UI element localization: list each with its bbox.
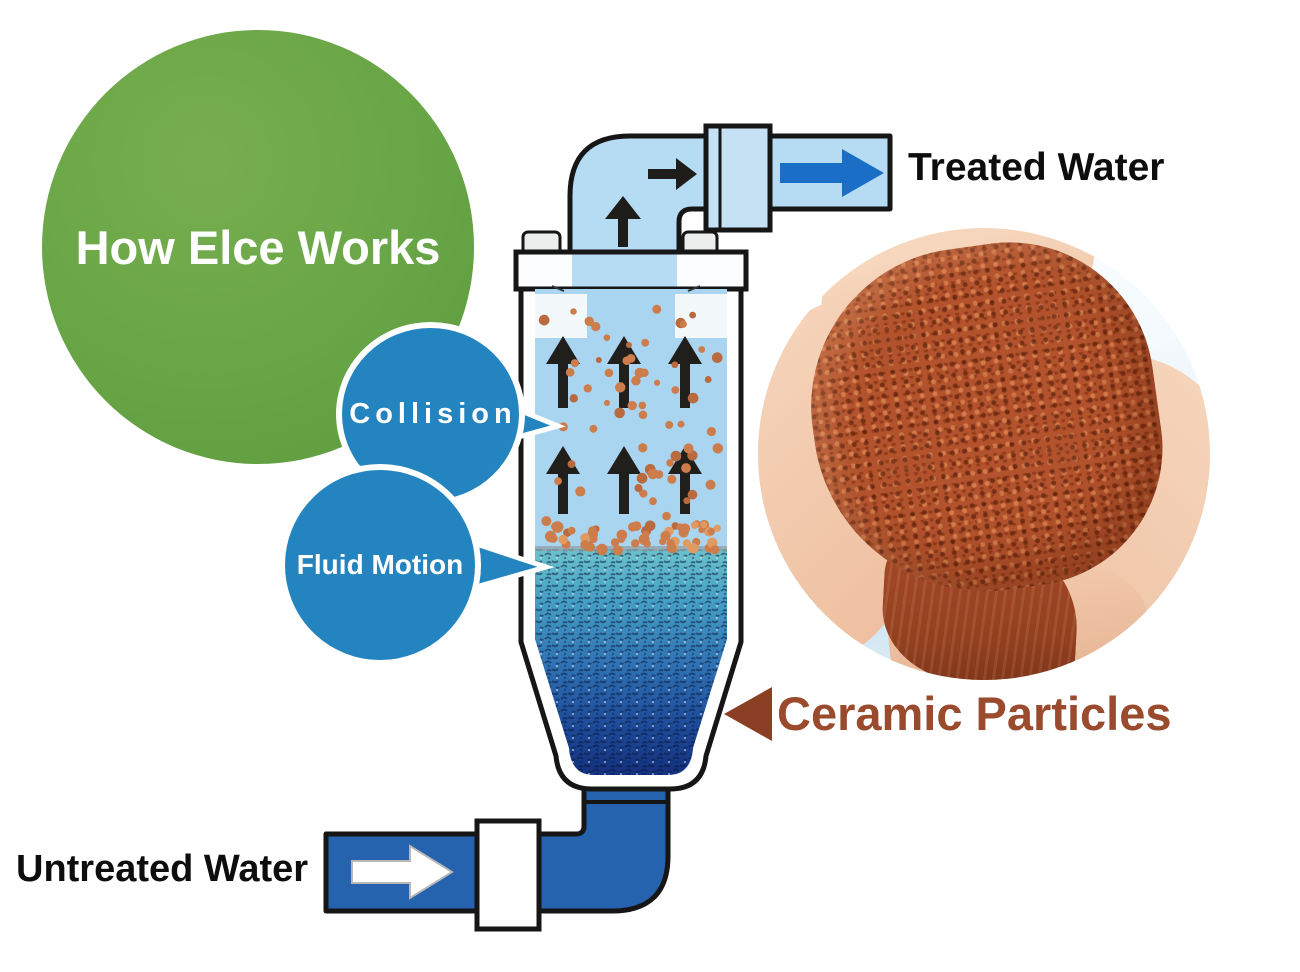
ceramic-particles-photo (758, 228, 1210, 680)
lid-tab-left (521, 230, 562, 260)
column-lid (513, 249, 749, 292)
inlet-pipe (323, 755, 671, 914)
left-triangle-icon (724, 686, 772, 741)
untreated-water-label: Untreated Water (16, 848, 309, 890)
title-circle: How Elce Works (42, 30, 474, 464)
collision-bubble-label: Collision (349, 397, 517, 430)
fluid-motion-bubble: Fluid Motion (279, 464, 481, 666)
pipe-coupling-top (703, 123, 773, 233)
pipe-coupling-bottom (474, 818, 542, 932)
suspended-particles (538, 304, 724, 556)
elbow-right-arrow-icon (648, 158, 697, 190)
treated-water-label: Treated Water (908, 146, 1165, 189)
ceramic-particles-label: Ceramic Particles (724, 686, 1172, 741)
ceramic-bed (535, 546, 727, 775)
treated-flow-arrow-icon (780, 149, 884, 197)
untreated-flow-arrow-icon (351, 844, 454, 900)
fluid-motion-bubble-label: Fluid Motion (296, 549, 464, 580)
diagram-title: How Elce Works (75, 220, 441, 274)
column-up-arrow-icons (546, 336, 702, 514)
filter-column (518, 286, 744, 792)
elbow-up-arrow-icon (605, 196, 641, 247)
column-water (535, 289, 727, 775)
lid-tab-right (681, 230, 719, 260)
ceramic-particles-text: Ceramic Particles (777, 687, 1172, 740)
